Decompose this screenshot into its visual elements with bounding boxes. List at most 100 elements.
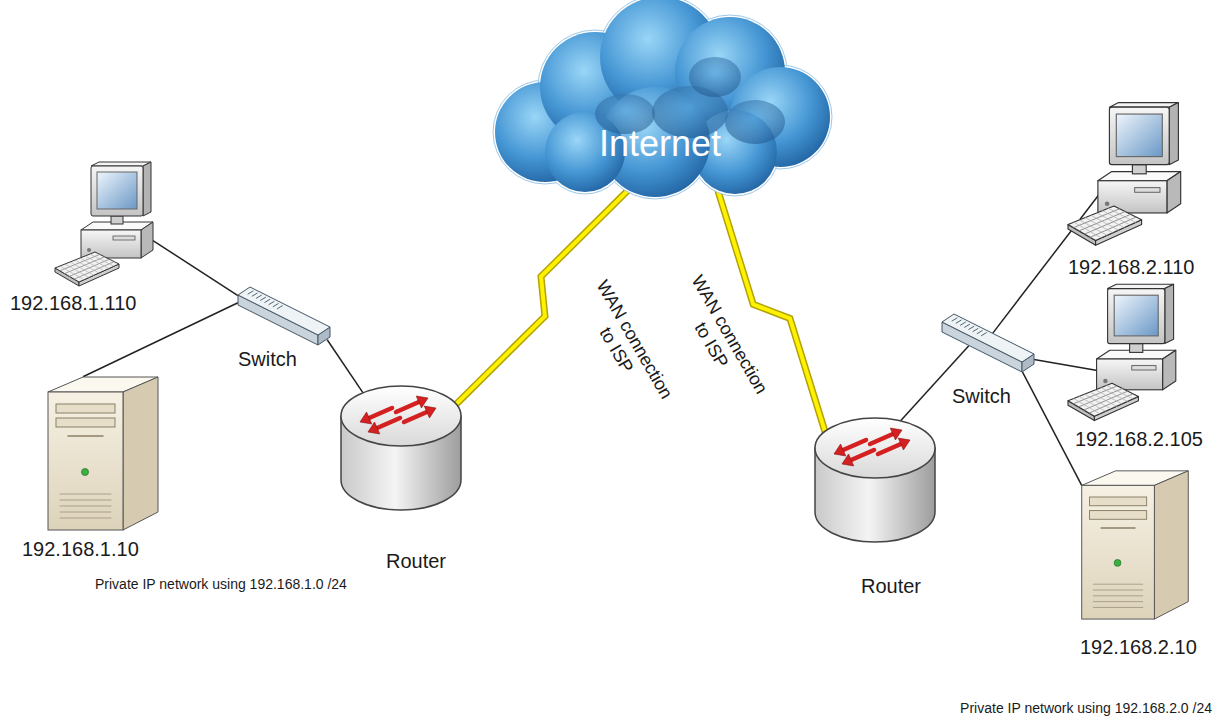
router-arrow-shaft	[851, 450, 874, 460]
device-label: 192.168.2.105	[1075, 428, 1203, 451]
device-label: 192.168.1.110	[10, 292, 136, 315]
monitor-top	[1109, 103, 1178, 108]
keyboard-column	[1108, 208, 1136, 222]
monitor-side	[1169, 103, 1178, 165]
switch-top	[942, 314, 1034, 362]
server-led	[82, 469, 89, 476]
switch-port	[248, 291, 253, 294]
device-label: Switch	[952, 385, 1011, 408]
server-drive-bay	[1089, 497, 1146, 506]
server-drive-bay	[56, 404, 115, 413]
switch-port	[956, 320, 961, 323]
switch-port	[977, 331, 982, 334]
server-vent	[1093, 607, 1142, 608]
keyboard-column	[1107, 385, 1133, 398]
network-cable	[153, 241, 238, 296]
device-label: 192.168.1.10	[22, 538, 139, 561]
switch-port	[252, 293, 257, 296]
switch-top	[238, 287, 330, 335]
router: Router	[812, 412, 938, 544]
desktop-computer: 192.168.2.110	[1068, 100, 1183, 250]
server-vent	[1093, 595, 1142, 596]
switch-port	[269, 302, 274, 305]
server-vent	[60, 494, 111, 495]
pc-drive-slot	[113, 236, 135, 240]
server-vent	[60, 506, 111, 507]
switch-port	[965, 324, 970, 327]
router-arrow-shaft	[377, 418, 400, 428]
router-arrow-head	[898, 438, 910, 450]
server-vent	[60, 500, 111, 501]
cloud-shade	[689, 57, 741, 97]
desktop-computer: 192.168.2.105	[1068, 282, 1178, 425]
router-icon	[812, 412, 938, 544]
router-arrow-shaft	[369, 408, 392, 418]
server-drive-bay	[1089, 511, 1146, 520]
switch-port	[265, 299, 270, 302]
keyboard-row	[1084, 391, 1128, 410]
network-switch-icon	[236, 283, 332, 349]
keyboard-row	[65, 257, 105, 274]
keyboard-row	[1079, 212, 1125, 231]
desktop-computer-icon	[1068, 100, 1183, 250]
desktop-computer-drawing	[55, 162, 153, 286]
switch-port	[273, 304, 278, 307]
server-slot	[1101, 527, 1135, 528]
network-switch: Switch	[940, 310, 1036, 376]
server-icon	[1072, 466, 1198, 621]
server-slot	[68, 435, 103, 437]
router-arrow-shaft	[878, 444, 901, 454]
monitor-top	[1108, 284, 1174, 288]
router-top	[341, 386, 461, 446]
desktop-computer-icon	[55, 160, 155, 290]
router-arrow-head	[424, 406, 436, 418]
internet-cloud-drawing	[493, 0, 832, 199]
device-label: Router	[861, 575, 921, 598]
server-vent	[1093, 590, 1142, 591]
network-switch-drawing	[942, 314, 1034, 372]
device-label: Router	[386, 550, 446, 573]
keyboard-column	[90, 254, 114, 266]
wan-label: WAN connection to ISP	[573, 276, 677, 415]
switch-port	[952, 318, 957, 321]
monitor-front	[1109, 107, 1169, 164]
server-side	[1154, 471, 1188, 619]
router-drawing	[815, 418, 935, 542]
connectors	[83, 184, 1100, 485]
pc-button	[1103, 379, 1107, 383]
switch-port	[277, 306, 282, 309]
monitor-neck	[1130, 344, 1143, 353]
network-cable	[900, 346, 969, 422]
wan-bolt-outline	[716, 184, 827, 438]
network-switch-drawing	[238, 287, 330, 345]
internet-cloud-icon	[485, 2, 835, 194]
switch-port	[261, 297, 266, 300]
monitor-side	[143, 162, 151, 216]
server: 192.168.1.10	[38, 372, 168, 532]
server-vent	[60, 518, 111, 519]
keyboard-top	[1068, 383, 1138, 416]
switch-port	[981, 333, 986, 336]
device-label: 192.168.2.10	[1080, 636, 1197, 659]
wan-label: WAN connection to ISP	[668, 271, 772, 410]
server-drawing	[1082, 471, 1189, 619]
network-switch-icon	[940, 310, 1036, 376]
network-caption: Private IP network using 192.168.2.0 /24	[960, 700, 1212, 717]
server-front	[1082, 485, 1155, 619]
pc-case-side	[141, 222, 153, 258]
pc-drive-slot	[1132, 366, 1156, 370]
monitor-top	[91, 162, 151, 166]
monitor-neck	[111, 216, 123, 224]
keyboard-top	[55, 252, 119, 282]
server-icon	[38, 372, 168, 532]
monitor-front	[91, 166, 143, 216]
network-caption: Private IP network using 192.168.1.0 /24	[95, 576, 347, 593]
cloud-title: Internet	[485, 123, 835, 164]
keyboard-row	[69, 259, 109, 276]
desktop-computer: 192.168.1.110	[55, 160, 155, 290]
switch-port	[960, 322, 965, 325]
monitor-front	[1108, 289, 1165, 344]
network-cable	[1023, 372, 1082, 485]
server-drive-bay	[56, 418, 115, 427]
server-drawing	[48, 377, 158, 530]
